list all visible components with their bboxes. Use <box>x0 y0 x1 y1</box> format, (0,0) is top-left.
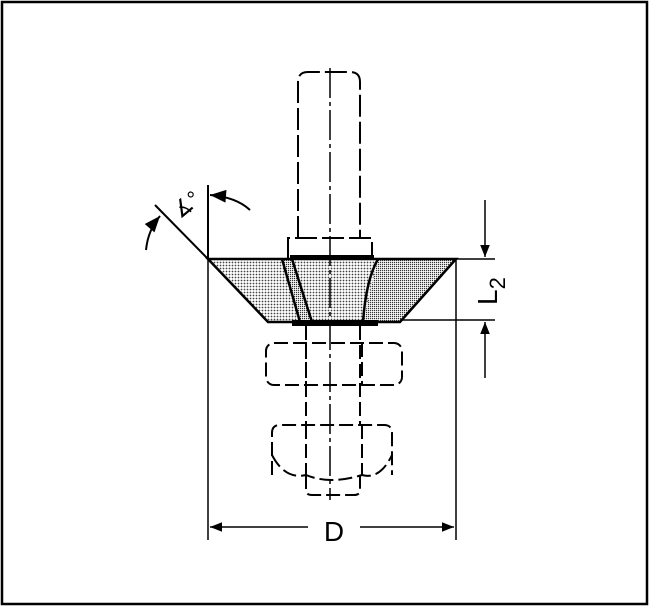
diameter-label: D <box>324 516 344 547</box>
l2-label: L2 <box>472 277 510 305</box>
cutter-body <box>205 255 459 326</box>
l2-dimension: L2 <box>400 200 510 378</box>
nuts <box>265 326 403 496</box>
diameter-dimension: D <box>207 259 457 547</box>
